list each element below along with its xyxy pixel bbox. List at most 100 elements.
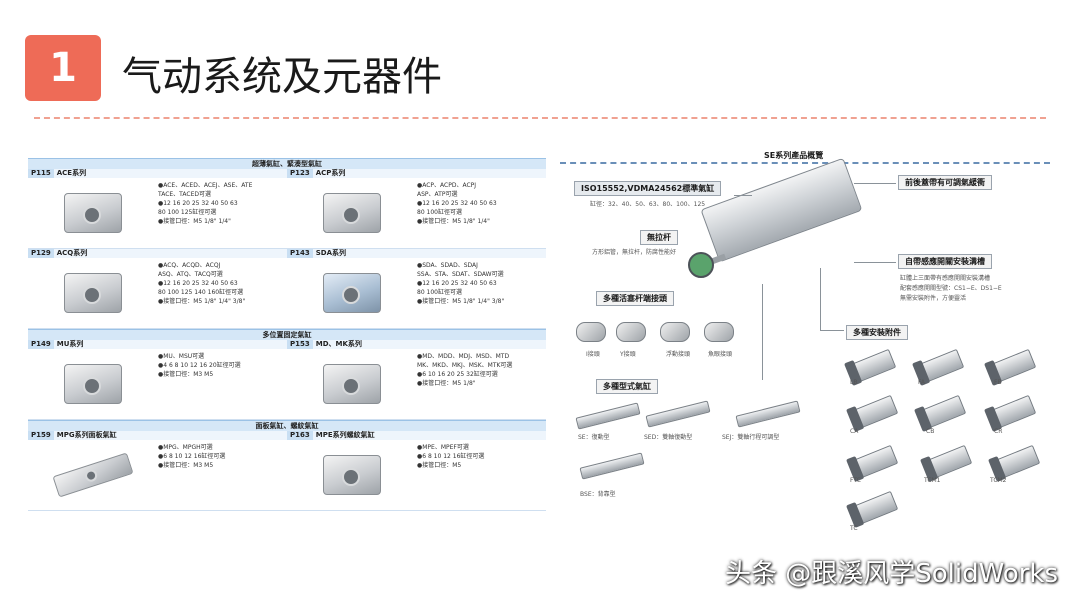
standard-tag: ISO15552,VDMA24562標準氣缸 [574, 181, 722, 196]
cylinder-photo [323, 193, 381, 233]
spec-line: ●接管口徑：M5 1/8" 1/4" [417, 218, 490, 225]
spec-line: ASQ、ATQ、TACQ可選 [158, 271, 223, 278]
leader-line [854, 183, 896, 184]
type-label: SE：復動型 [578, 434, 610, 441]
mounting-accessories-tag: 多種安裝附件 [846, 325, 908, 340]
mount-cr-icon [989, 394, 1037, 430]
product-specs: ●MPG、MPGH可選 ●6 8 10 12 16缸徑可選 ●接管口徑：M3 M… [158, 440, 287, 510]
spec-line: TACE、TACED可選 [158, 191, 211, 198]
type-label: SEJ：雙軸行程可調型 [722, 434, 780, 441]
spec-line: ●MD、MDD、MDJ、MSD、MTD [417, 353, 510, 360]
product-series: MD、MK系列 [315, 340, 362, 348]
mount-cb-icon [919, 394, 967, 430]
mount-label: LB [850, 379, 858, 386]
section-header-panel-thread: 面板氣缸、螺紋氣缸 [28, 420, 546, 431]
page-ref: P153 [287, 340, 313, 349]
spec-line: 80 100缸徑可選 [417, 289, 462, 296]
rod-end-joints-tag: 多種活塞杆端接頭 [596, 291, 674, 306]
product-specs: ●MPE、MPEF可選 ●6 8 10 12 16缸徑可選 ●接管口徑：M5 [417, 440, 546, 510]
spec-line: ●接管口徑：M5 1/8" 1/4" 3/8" [158, 298, 246, 305]
spec-line: ●12 16 20 25 32 40 50 63 [417, 280, 497, 287]
spec-line: ●接管口徑：M3 M5 [158, 371, 214, 378]
cylinder-photo [323, 364, 381, 404]
joint-label: I接頭 [586, 351, 600, 358]
sed-cylinder-thumb [645, 400, 711, 428]
page-ref: P115 [28, 169, 54, 178]
slide-number-badge: 1 [25, 35, 101, 101]
cylinder-photo [323, 455, 381, 495]
spec-line: ●接管口徑：M5 [417, 462, 462, 469]
sej-cylinder-thumb [735, 400, 801, 428]
mount-label: FTC [850, 477, 861, 484]
spec-line: ●ACQ、ACQD、ACQJ [158, 262, 221, 269]
sensor-note: 配套感應開關型號：CS1−E、DS1−E [900, 285, 1002, 292]
spec-line: ●4 6 8 10 12 16 20缸徑可選 [158, 362, 241, 369]
type-label: SED：雙軸復動型 [644, 434, 693, 441]
spec-line: ●12 16 20 25 32 40 50 63 [158, 200, 238, 207]
section-header-thin: 超薄氣缸、緊湊型氣缸 [28, 158, 546, 169]
overview-title: SE系列產品概覽 [764, 151, 824, 160]
spec-line: 80 100 125 140 160缸徑可選 [158, 289, 244, 296]
cylinder-photo [323, 273, 381, 313]
mount-ca-icon [851, 394, 899, 430]
spec-line: ●MU、MSU可選 [158, 353, 205, 360]
mount-label: TC [850, 525, 858, 532]
spec-line: ●12 16 20 25 32 40 50 63 [417, 200, 497, 207]
se-cylinder-illustration [700, 157, 863, 263]
product-series: MU系列 [56, 340, 84, 348]
cylinder-types-tag: 多種型式氣缸 [596, 379, 658, 394]
y-joint-icon [616, 322, 646, 342]
rodless-note: 方形鋁管，無拉杆，防腐性能好 [592, 249, 677, 256]
se-series-overview: SE系列產品概覽 ISO15552,VDMA24562標準氣缸 缸徑：32、40… [560, 148, 1060, 538]
spec-line: ●12 16 20 25 32 40 50 63 [158, 280, 238, 287]
page-ref: P163 [287, 431, 313, 440]
spec-line: ●MPE、MPEF可選 [417, 444, 469, 451]
mount-label: FA [918, 379, 926, 386]
page-ref: P143 [287, 249, 313, 258]
product-specs: ●SDA、SDAD、SDAJ SSA、STA、SDAT、SDAW可選 ●12 1… [417, 258, 546, 328]
se-cylinder-thumb [575, 402, 641, 430]
product-series: ACP系列 [315, 169, 346, 177]
leader-line [734, 195, 752, 196]
spec-line: ●ACP、ACPD、ACPJ [417, 182, 477, 189]
leader-line [854, 262, 896, 263]
spec-line: MK、MKD、MKJ、MSK、MTK可選 [417, 362, 513, 369]
spec-line: ●6 8 10 12 16缸徑可選 [158, 453, 226, 460]
spec-line: ●6 10 16 20 25 32缸徑可選 [417, 371, 498, 378]
sensor-note: 無需安裝附件，方便靈活 [900, 295, 967, 302]
leader-line [820, 330, 844, 331]
page-ref: P129 [28, 249, 54, 258]
spec-line: ●接管口徑：M3 M5 [158, 462, 214, 469]
spec-line: ●接管口徑：M5 1/8" 1/4" 3/8" [417, 298, 505, 305]
joint-label: 浮動接頭 [666, 351, 691, 358]
mount-label: TCM1 [924, 477, 941, 484]
mount-label: CB [926, 428, 935, 435]
floating-joint-icon [660, 322, 690, 342]
mount-label: CA [850, 428, 859, 435]
rodless-tag: 無拉杆 [640, 230, 678, 245]
product-series: ACQ系列 [56, 249, 88, 257]
spec-line: ●接管口徑：M5 1/8" [417, 380, 476, 387]
product-specs: ●ACQ、ACQD、ACQJ ASQ、ATQ、TACQ可選 ●12 16 20 … [158, 258, 287, 328]
spec-line: ●6 8 10 12 16缸徑可選 [417, 453, 485, 460]
rod-end-cap [688, 252, 714, 278]
product-specs: ●MU、MSU可選 ●4 6 8 10 12 16 20缸徑可選 ●接管口徑：M… [158, 349, 287, 419]
spec-line: 80 100 125缸徑可選 [158, 209, 217, 216]
